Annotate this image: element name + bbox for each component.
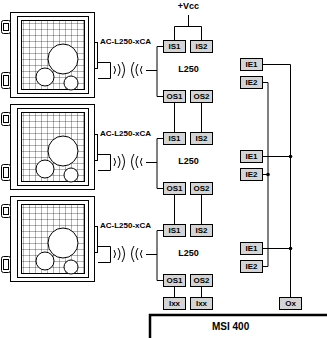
terminal-name: OS1: [166, 91, 182, 102]
terminal-name: IE2: [245, 77, 257, 88]
terminal-name: IS2: [195, 225, 207, 236]
terminal-name: IS2: [195, 133, 207, 144]
terminal-box: Ox: [279, 297, 302, 310]
wire-connector: [201, 195, 202, 224]
terminal-box: Ixx: [163, 297, 186, 310]
link-wire: [146, 70, 157, 71]
wire-connector: [263, 65, 291, 298]
wire-connector: [157, 139, 163, 189]
terminal-box: IS1: [163, 132, 186, 145]
terminal-name: IS1: [168, 225, 180, 236]
terminal-name: OS2: [193, 275, 209, 286]
terminal-name: IE2: [245, 169, 257, 180]
terminal-box: OS2: [190, 274, 213, 287]
terminal-box: IE2: [240, 168, 263, 181]
controller-name: MSI 400: [212, 321, 249, 332]
wire-connector: [174, 103, 175, 132]
wire-connector: [263, 157, 291, 298]
link-bracket: [98, 155, 111, 171]
wire-connector: [201, 287, 202, 297]
wireless-symbol: [132, 154, 143, 170]
wire-connector: [174, 287, 175, 297]
terminal-name: OS1: [166, 183, 182, 194]
module-name: L250: [178, 157, 199, 167]
terminal-box: IE1: [240, 58, 263, 71]
terminal-box: Ixx: [190, 297, 213, 310]
device-name: AC-L250-xCA: [100, 130, 151, 139]
scanner-unit: [2, 13, 98, 98]
link-wire: [146, 254, 157, 255]
wireless-symbol: [114, 154, 125, 170]
module-name: L250: [178, 65, 199, 75]
controller-outline: [150, 315, 327, 338]
scanner-unit: [2, 105, 98, 190]
link-wire: [146, 162, 157, 163]
terminal-box: IE2: [240, 260, 263, 273]
link-bracket: [98, 247, 111, 263]
terminal-name: IE1: [245, 59, 257, 70]
terminal-box: OS1: [163, 90, 186, 103]
terminal-box: IS2: [190, 40, 213, 53]
terminal-name: Ixx: [169, 298, 180, 309]
terminal-name: IE1: [245, 243, 257, 254]
terminal-name: OS2: [193, 91, 209, 102]
wireless-symbol: [114, 62, 125, 78]
wire-connector: [174, 195, 175, 224]
wireless-symbol: [132, 62, 143, 78]
wire-connector: [157, 231, 163, 281]
link-bracket: [98, 63, 111, 79]
wire-connector: [201, 103, 202, 132]
terminal-name: Ixx: [196, 298, 207, 309]
terminal-name: IS1: [168, 133, 180, 144]
supply-label: +Vcc: [178, 2, 199, 12]
terminal-name: OS1: [166, 275, 182, 286]
device-name: AC-L250-xCA: [100, 38, 151, 47]
terminal-box: IS1: [163, 40, 186, 53]
terminal-box: IS1: [163, 224, 186, 237]
terminal-box: IE2: [240, 76, 263, 89]
wire-connector: [263, 83, 268, 175]
terminal-name: IS1: [168, 41, 180, 52]
terminal-name: OS2: [193, 183, 209, 194]
terminal-box: IE1: [240, 242, 263, 255]
terminal-name: IE2: [245, 261, 257, 272]
terminal-box: IS2: [190, 132, 213, 145]
scanner-unit: [2, 197, 98, 282]
wireless-symbol: [132, 246, 143, 262]
wire-connector: [157, 47, 163, 97]
device-name: AC-L250-xCA: [100, 222, 151, 231]
wire-connector: [263, 175, 268, 267]
wireless-link: [98, 62, 157, 263]
terminal-box: OS1: [163, 274, 186, 287]
terminal-name: IE1: [245, 151, 257, 162]
wireless-symbol: [114, 246, 125, 262]
terminal-box: IE1: [240, 150, 263, 163]
terminal-box: OS1: [163, 182, 186, 195]
module-name: L250: [178, 249, 199, 259]
terminal-name: Ox: [285, 298, 296, 309]
terminal-box: OS2: [190, 90, 213, 103]
supply-wire: [175, 15, 202, 40]
terminal-box: IS2: [190, 224, 213, 237]
terminal-name: IS2: [195, 41, 207, 52]
terminal-box: OS2: [190, 182, 213, 195]
wire-connector: [263, 249, 291, 298]
